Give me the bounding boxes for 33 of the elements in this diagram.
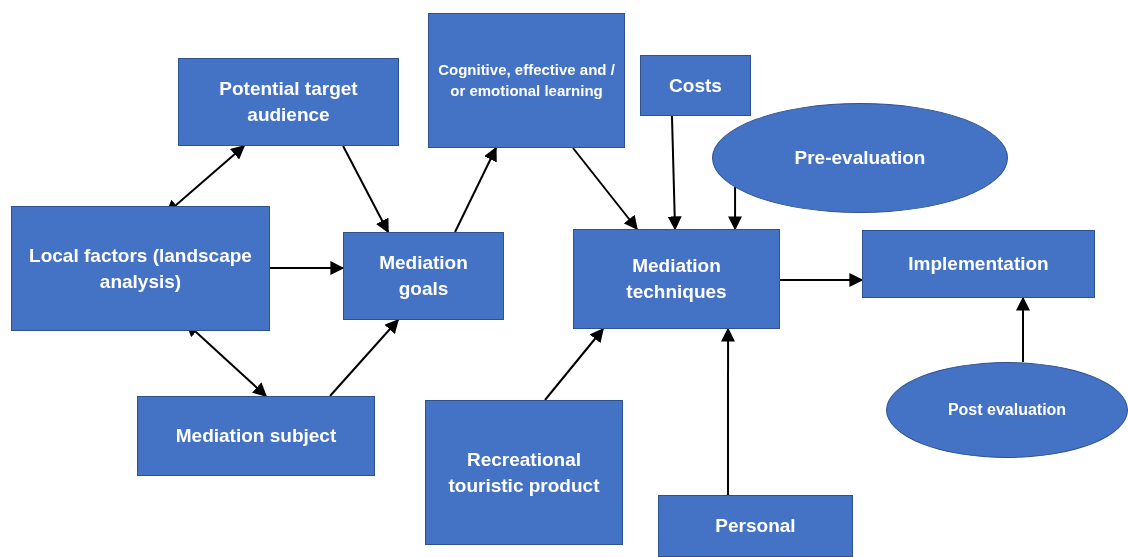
process-box [137,396,375,476]
process-box [658,495,853,557]
node-label: Recreational touristic product [447,447,601,498]
arrow [544,327,604,401]
node-label: Local factors (landscape analysis) [28,243,253,294]
arrow [454,146,497,233]
arrow [779,273,864,287]
node-label: Personal [715,514,796,539]
process-box [428,13,625,148]
arrow [269,261,345,276]
arrow [1016,296,1030,363]
node-label: Mediation subject [175,424,337,449]
process-box [640,55,751,116]
node-label: Costs [669,73,722,98]
process-box [11,206,270,331]
node-label: Pre-evaluation [794,146,926,171]
process-box [343,232,504,320]
arrow [667,115,682,231]
arrow [572,147,638,231]
arrow [329,318,400,397]
process-box [862,230,1095,298]
arrow [728,186,743,231]
node-label: Implementation [908,252,1049,277]
node-label: Cognitive, effective and / or emotional learning [437,60,616,101]
arrow [342,145,390,234]
process-box [178,58,399,146]
node-label: Mediation techniques [625,254,728,304]
node-label: Post evaluation [947,400,1067,421]
process-box [425,400,623,545]
process-box [573,229,780,329]
arrow [721,327,736,496]
node-label: Mediation goals [378,251,469,301]
node-label: Potential target audience [218,77,359,127]
